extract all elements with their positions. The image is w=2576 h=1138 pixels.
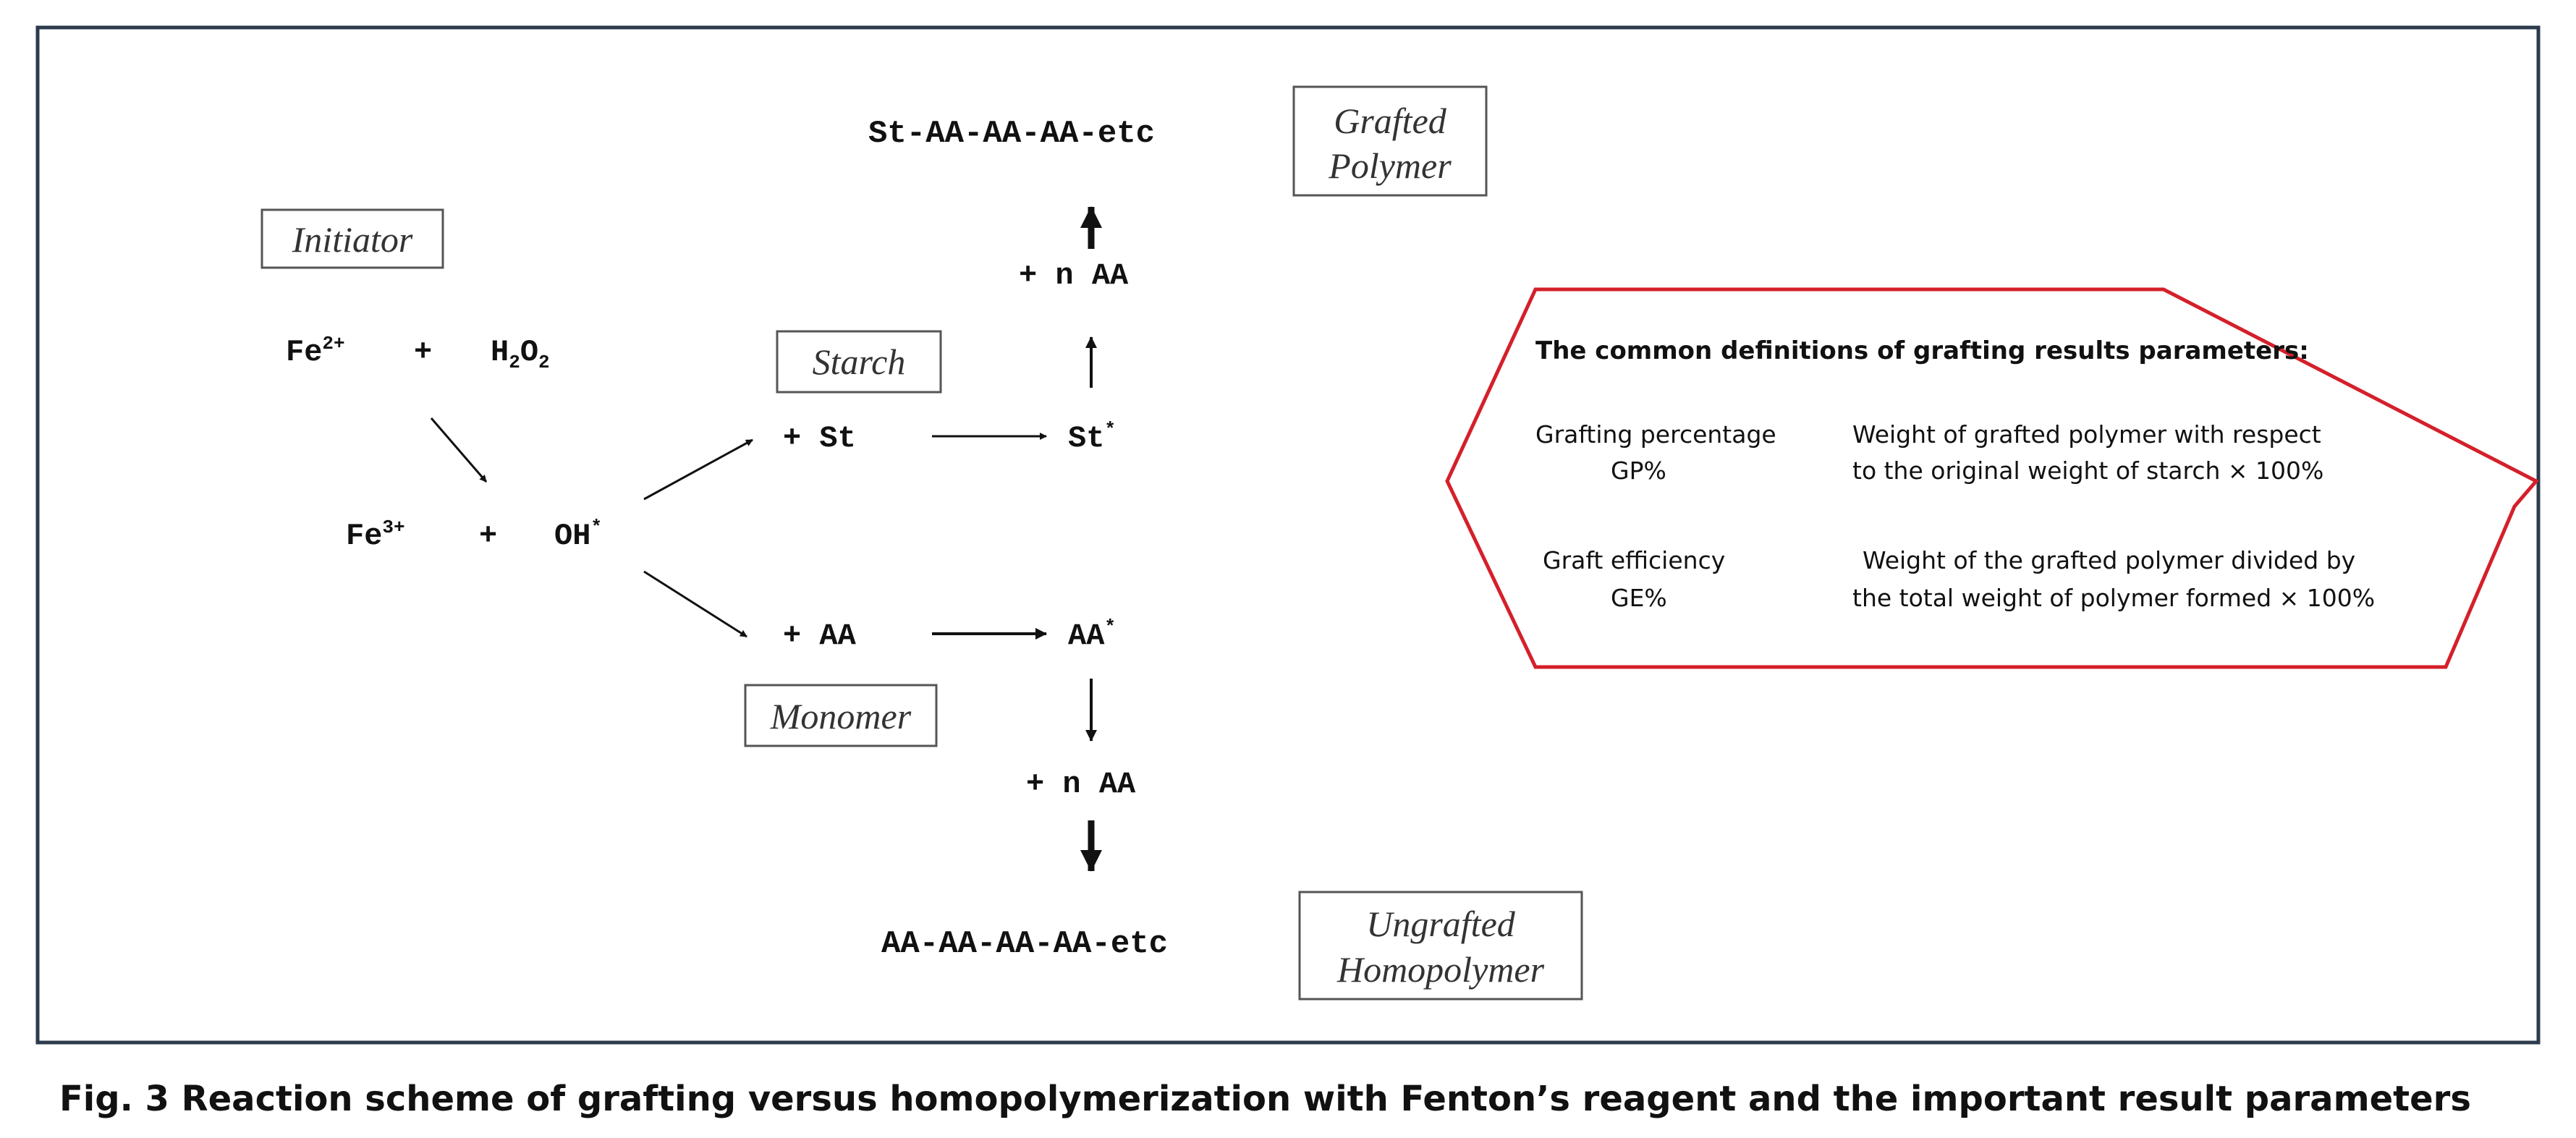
starch-box: Starch — [776, 330, 942, 394]
monomer-label: Monomer — [770, 696, 912, 736]
ge-name: Graft efficiency — [1543, 546, 1725, 574]
plus-monomer: + AA — [783, 619, 857, 653]
initiator-label: Initiator — [292, 219, 413, 260]
ungrafted-label-line1: Ungrafted — [1366, 904, 1516, 944]
plus-sign-1: + — [414, 335, 432, 370]
plus-n-aa-top: + n AA — [1019, 258, 1129, 293]
ge-description-line1: Weight of the grafted polymer divided by — [1863, 546, 2355, 574]
h2o2-species: H2O2 — [491, 335, 550, 373]
ungrafted-label-line2: Homopolymer — [1336, 949, 1545, 990]
starch-radical: St* — [1068, 419, 1116, 456]
fe3-species: Fe3+ — [346, 517, 405, 553]
gp-description-line1: Weight of grafted polymer with respect — [1852, 420, 2321, 449]
arrow-initiation — [430, 417, 488, 483]
fe2-species: Fe2+ — [286, 333, 345, 370]
grafted-label-line1: Grafted — [1334, 101, 1447, 141]
definitions-panel: The common definitions of grafting resul… — [1445, 287, 2539, 669]
starch-label: Starch — [813, 341, 906, 382]
plus-starch: + St — [783, 421, 856, 456]
grafted-chain: St-AA-AA-AA-etc — [868, 116, 1155, 152]
grafted-label-line2: Polymer — [1328, 145, 1452, 186]
definitions-hexagon-border — [1445, 287, 2539, 669]
plus-sign-2: + — [479, 519, 497, 553]
initiator-box: Initiator — [260, 208, 444, 269]
oh-radical: OH* — [554, 517, 602, 553]
plus-n-aa-bottom: + n AA — [1026, 767, 1136, 802]
monomer-box: Monomer — [744, 684, 938, 747]
ungrafted-homopolymer-box: Ungrafted Homopolymer — [1298, 891, 1583, 1001]
grafted-polymer-box: Grafted Polymer — [1292, 85, 1488, 197]
gp-abbreviation: GP% — [1611, 457, 1666, 485]
arrow-to-monomer — [643, 570, 747, 638]
homopolymer-chain: AA-AA-AA-AA-etc — [881, 926, 1168, 962]
gp-description-line2: to the original weight of starch × 100% — [1852, 457, 2323, 485]
ge-description-line2: the total weight of polymer formed × 100… — [1852, 584, 2375, 612]
gp-name: Grafting percentage — [1535, 420, 1776, 449]
figure-caption: Fig. 3 Reaction scheme of grafting versu… — [59, 1079, 2471, 1119]
arrow-to-starch — [643, 438, 753, 501]
definitions-heading: The common definitions of grafting resul… — [1535, 336, 2309, 365]
monomer-radical: AA* — [1068, 616, 1116, 653]
ge-abbreviation: GE% — [1611, 584, 1667, 612]
